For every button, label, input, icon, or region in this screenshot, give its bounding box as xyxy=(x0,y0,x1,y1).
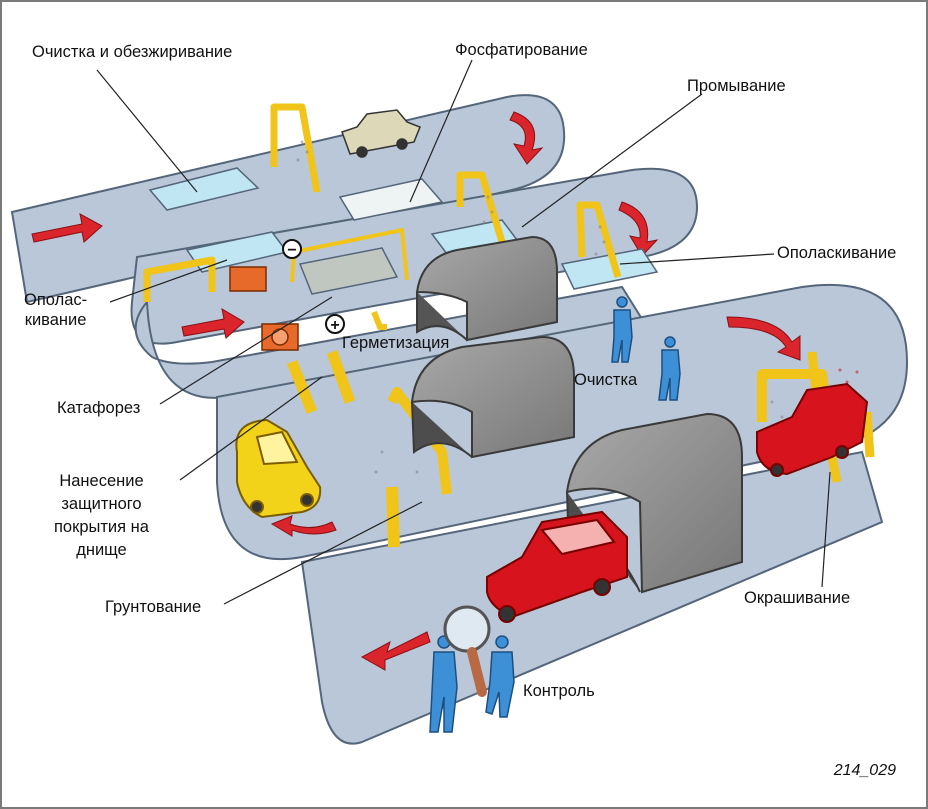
figure-code: 214_029 xyxy=(833,762,896,779)
bath-cataphoresis xyxy=(298,247,399,295)
leader-priming xyxy=(223,501,423,605)
leader-cataphoresis xyxy=(159,296,333,405)
leader-phosphating xyxy=(409,59,473,203)
gantry-3 xyxy=(576,201,622,278)
gantry-2 xyxy=(456,171,506,244)
arrow-turn2 xyxy=(618,201,659,257)
car-beige xyxy=(341,109,421,158)
magnifier xyxy=(443,605,491,697)
car-red-painting xyxy=(756,382,869,477)
label-cleaning: Очистка xyxy=(574,371,638,389)
leader-underbody xyxy=(179,376,323,481)
gantry-underbody-b xyxy=(326,350,356,404)
gantry-1 xyxy=(270,103,321,193)
label-priming: Грунтование xyxy=(105,598,202,616)
leader-rinsing-right xyxy=(619,253,775,265)
minus-glyph: − xyxy=(287,242,296,259)
label-cataphoresis: Катафорез xyxy=(57,399,141,417)
car-yellow xyxy=(235,418,322,519)
gantry-underbody-a xyxy=(286,359,318,415)
worker-cleaning-2 xyxy=(658,336,681,401)
leader-rinsing-left xyxy=(109,259,228,303)
drying-booths xyxy=(410,235,743,594)
leader-washing xyxy=(521,93,703,228)
booth-2 xyxy=(410,335,575,459)
plus-glyph: + xyxy=(330,317,339,334)
bath-rinse-right xyxy=(560,248,659,290)
car-red-finished xyxy=(486,510,628,623)
spray-mist xyxy=(296,140,859,474)
arrow-lane2 xyxy=(181,307,245,339)
minus-marker xyxy=(282,239,302,259)
arrow-lane1 xyxy=(31,213,103,243)
worker-control-2 xyxy=(485,635,515,718)
label-painting: Окрашивание xyxy=(744,589,851,607)
arrow-lane3-turn xyxy=(726,316,801,361)
leader-cleaning-degreasing xyxy=(96,69,198,193)
leader-lines xyxy=(96,59,831,605)
label-phosphating: Фосфатирование xyxy=(455,41,588,59)
bath-degreasing xyxy=(148,167,260,211)
label-cleaning-degreasing: Очистка и обезжиривание xyxy=(32,43,233,61)
gantry-paint-post2 xyxy=(862,411,875,458)
label-control: Контроль xyxy=(523,682,595,700)
label-underbody: Нанесение защитного покрытия на днище xyxy=(54,472,149,559)
workers xyxy=(429,296,681,733)
polarity-markers: − + xyxy=(282,239,345,334)
arrow-lane4 xyxy=(360,631,431,671)
rectifier-1 xyxy=(229,266,267,292)
leader-painting xyxy=(821,471,831,588)
label-sealing: Герметизация xyxy=(342,334,450,352)
plus-marker xyxy=(325,314,345,334)
sealing-gun xyxy=(371,310,387,330)
label-washing: Промывание xyxy=(687,77,786,95)
gantry-cataphoresis xyxy=(290,228,409,283)
booth-1 xyxy=(415,235,558,342)
gantry-rinse xyxy=(143,256,216,302)
label-rinsing-left: Ополас- кивание xyxy=(24,291,88,329)
worker-cleaning-1 xyxy=(611,296,633,363)
bath-phosphating xyxy=(338,178,444,221)
arrow-lane3-left xyxy=(270,515,337,537)
arrow-turn1 xyxy=(509,111,544,165)
direction-arrows xyxy=(31,111,801,671)
label-rinsing-right: Ополаскивание xyxy=(777,244,897,262)
